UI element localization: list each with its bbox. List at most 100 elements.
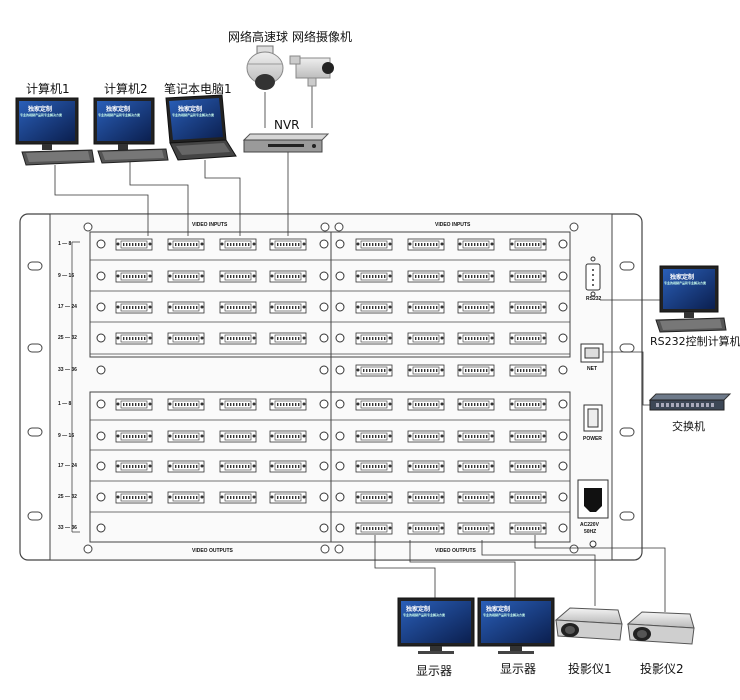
- card-screw: [558, 431, 568, 441]
- dvi-output-port: [167, 398, 205, 411]
- computer-2: [93, 97, 169, 164]
- card-screw: [335, 365, 345, 375]
- dvi-output-port: [509, 491, 547, 504]
- dvi-input-port: [509, 364, 547, 377]
- dvi-input-port: [269, 270, 307, 283]
- input-range-label: 17 — 24: [58, 304, 77, 310]
- video-outputs-left-label: VIDEO OUTPUTS: [192, 548, 233, 554]
- card-screw: [96, 271, 106, 281]
- card-screw: [319, 399, 329, 409]
- card-screw: [96, 302, 106, 312]
- card-screw: [96, 365, 106, 375]
- matrix-chassis: [19, 213, 643, 561]
- computer-2-label: 计算机2: [104, 82, 148, 96]
- dvi-output-port: [407, 522, 445, 535]
- screen-text-d2: 独家定制: [486, 607, 511, 613]
- screen-subtext-d2: 专业的视频产品和专业解决方案: [483, 613, 526, 617]
- dvi-output-port: [219, 491, 257, 504]
- card-screw: [319, 271, 329, 281]
- output-range-label: 1 — 8: [58, 401, 72, 407]
- card-screw: [558, 492, 568, 502]
- video-inputs-right-label: VIDEO INPUTS: [435, 222, 471, 228]
- dvi-ports: [96, 238, 568, 535]
- dvi-input-port: [509, 332, 547, 345]
- dvi-output-port: [355, 491, 393, 504]
- dvi-input-port: [219, 238, 257, 251]
- speed-dome-camera: [246, 45, 284, 90]
- nvr-label: NVR: [274, 118, 300, 132]
- projector-1: [554, 607, 623, 641]
- dvi-input-port: [407, 270, 445, 283]
- dvi-output-port: [115, 491, 153, 504]
- input-range-label: 33 — 36: [58, 367, 77, 373]
- card-screw: [96, 239, 106, 249]
- projector-2-label: 投影仪2: [640, 662, 684, 676]
- dvi-input-port: [407, 301, 445, 314]
- card-screw: [335, 271, 345, 281]
- output-range-label: 33 — 36: [58, 525, 77, 531]
- card-screw: [558, 365, 568, 375]
- card-screw: [96, 492, 106, 502]
- card-screw: [335, 461, 345, 471]
- dvi-input-port: [457, 301, 495, 314]
- input-range-label: 1 — 8: [58, 241, 72, 247]
- screen-subtext-c2: 专业的视频产品和专业解决方案: [98, 113, 141, 117]
- card-screw: [319, 431, 329, 441]
- output-range-label: 25 — 32: [58, 494, 77, 500]
- dvi-input-port: [509, 238, 547, 251]
- dvi-output-port: [167, 491, 205, 504]
- dvi-input-port: [457, 238, 495, 251]
- card-screw: [335, 333, 345, 343]
- dvi-input-port: [457, 270, 495, 283]
- video-inputs-left-label: VIDEO INPUTS: [192, 222, 228, 228]
- dvi-input-port: [115, 301, 153, 314]
- network-camera: [289, 55, 334, 87]
- dvi-input-port: [457, 332, 495, 345]
- dvi-output-port: [509, 398, 547, 411]
- dvi-output-port: [509, 430, 547, 443]
- screen-text-c1: 独家定制: [28, 107, 53, 113]
- dvi-input-port: [355, 332, 393, 345]
- speed-dome-label: 网络高速球: [228, 30, 289, 44]
- dvi-output-port: [457, 430, 495, 443]
- dvi-output-port: [269, 430, 307, 443]
- ac-label-1: AC220V: [580, 522, 599, 528]
- dvi-input-port: [219, 332, 257, 345]
- card-screw: [558, 399, 568, 409]
- screen-text-rs232pc: 独家定制: [670, 275, 695, 281]
- card-screw: [558, 333, 568, 343]
- screen-subtext-c1: 专业的视频产品和专业解决方案: [20, 113, 63, 117]
- dvi-input-port: [509, 301, 547, 314]
- card-screw: [96, 431, 106, 441]
- screen-subtext-rs232pc: 专业的视频产品和专业解决方案: [664, 281, 707, 285]
- dvi-output-port: [457, 398, 495, 411]
- card-screw: [335, 523, 345, 533]
- dvi-output-port: [355, 430, 393, 443]
- dvi-input-port: [407, 364, 445, 377]
- display-2-label: 显示器: [500, 662, 537, 676]
- dvi-output-port: [355, 398, 393, 411]
- dvi-input-port: [115, 238, 153, 251]
- card-screw: [319, 365, 329, 375]
- rs232-port-label: RS232: [586, 296, 602, 302]
- card-screw: [96, 523, 106, 533]
- dvi-input-port: [269, 238, 307, 251]
- dvi-input-port: [509, 270, 547, 283]
- output-range-label: 9 — 16: [58, 433, 75, 439]
- card-screw: [319, 302, 329, 312]
- dvi-input-port: [269, 301, 307, 314]
- card-screw: [335, 399, 345, 409]
- net-port-label: NET: [587, 366, 597, 372]
- card-screw: [558, 302, 568, 312]
- display-2: [477, 597, 555, 654]
- dvi-output-port: [457, 460, 495, 473]
- dvi-output-port: [115, 398, 153, 411]
- dvi-input-port: [115, 332, 153, 345]
- ac-label-2: 50HZ: [584, 529, 597, 535]
- dvi-input-port: [355, 270, 393, 283]
- output-range-label: 17 — 24: [58, 463, 77, 469]
- dvi-input-port: [167, 301, 205, 314]
- screen-text-d1: 独家定制: [406, 607, 431, 613]
- dvi-input-port: [407, 332, 445, 345]
